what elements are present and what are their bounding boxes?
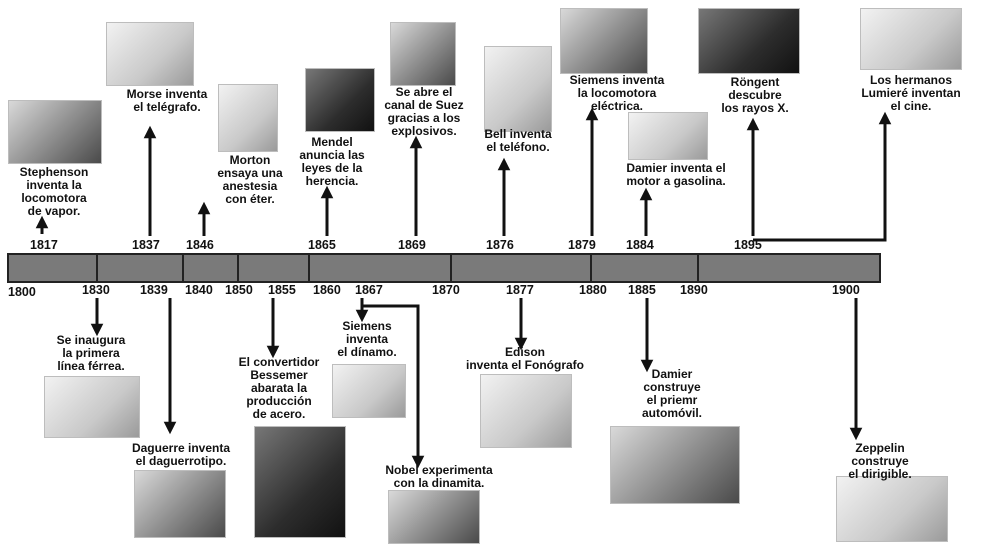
- photo-gasoline-motor: [628, 112, 708, 160]
- photo-cinema: [860, 8, 962, 70]
- year-label: 1876: [486, 238, 514, 252]
- photo-phonograph: [480, 374, 572, 448]
- event-stephenson: Stephenson inventa la locomotora de vapo…: [19, 165, 89, 218]
- year-label: 1879: [568, 238, 596, 252]
- timeline-bar: [7, 253, 881, 283]
- photo-railway-station: [44, 376, 140, 438]
- photo-bessemer-converter: [254, 426, 346, 538]
- year-label: 1846: [186, 238, 214, 252]
- photo-ether-bottle: [218, 84, 278, 152]
- event-lumiere: Los hermanos Lumieré inventan el cine.: [861, 73, 961, 113]
- year-label: 1860: [313, 283, 341, 297]
- event-bessemer: El convertidor Bessemer abarata la produ…: [238, 355, 320, 421]
- photo-chromosomes: [305, 68, 375, 132]
- year-label: 1895: [734, 238, 762, 252]
- event-edison: Edison inventa el Fonógrafo: [465, 345, 584, 372]
- year-label: 1870: [432, 283, 460, 297]
- year-label: 1850: [225, 283, 253, 297]
- year-label: 1800: [8, 285, 36, 299]
- event-first-railway: Se inaugura la primera línea férrea.: [56, 333, 126, 373]
- photo-telephone: [484, 46, 552, 132]
- year-label: 1830: [82, 283, 110, 297]
- photo-first-automobile: [610, 426, 740, 504]
- year-label: 1880: [579, 283, 607, 297]
- event-morse: Morse inventa el telégrafo.: [126, 87, 208, 114]
- year-label: 1855: [268, 283, 296, 297]
- arrow-1867-nobel: [362, 304, 425, 469]
- photo-zeppelin-airship: [836, 476, 948, 542]
- event-siemens-locomotive: Siemens inventa la locomotora eléctrica.: [569, 73, 665, 113]
- arrow-1895-lumiere: [753, 111, 892, 242]
- year-label: 1869: [398, 238, 426, 252]
- year-label: 1900: [832, 283, 860, 297]
- event-nobel: Nobel experimenta con la dinamita.: [385, 463, 493, 490]
- year-label: 1877: [506, 283, 534, 297]
- year-label: 1865: [308, 238, 336, 252]
- year-label: 1885: [628, 283, 656, 297]
- event-siemens-dynamo: Siemens inventa el dínamo.: [337, 319, 397, 359]
- year-label: 1839: [140, 283, 168, 297]
- event-damier-automobile: Damier construye el priemr automóvil.: [641, 367, 702, 420]
- year-label: 1890: [680, 283, 708, 297]
- event-zeppelin: Zeppelin construye el dirigible.: [848, 441, 912, 481]
- photo-morse-telegraph: [106, 22, 194, 86]
- photo-dynamo: [332, 364, 406, 418]
- event-rontgen: Röngent descubre los rayos X.: [721, 75, 789, 115]
- event-mendel: Mendel anuncia las leyes de la herencia.: [299, 135, 365, 188]
- year-label: 1884: [626, 238, 654, 252]
- event-daguerre: Daguerre inventa el daguerrotipo.: [131, 441, 231, 468]
- photo-electric-locomotive: [560, 8, 648, 74]
- photo-stephenson-locomotive: [8, 100, 102, 164]
- event-bell: Bell inventa el teléfono.: [484, 127, 552, 154]
- photo-xray: [698, 8, 800, 74]
- photo-suez-canal: [390, 22, 456, 86]
- event-suez: Se abre el canal de Suez gracias a los e…: [384, 85, 464, 138]
- photo-daguerreotype-camera: [134, 470, 226, 538]
- year-label: 1817: [30, 238, 58, 252]
- photo-dynamite: [388, 490, 480, 544]
- year-label: 1840: [185, 283, 213, 297]
- event-damier-motor: Damier inventa el motor a gasolina.: [626, 161, 726, 188]
- year-label: 1867: [355, 283, 383, 297]
- event-morton: Morton ensaya una anestesia con éter.: [217, 153, 283, 206]
- year-label: 1837: [132, 238, 160, 252]
